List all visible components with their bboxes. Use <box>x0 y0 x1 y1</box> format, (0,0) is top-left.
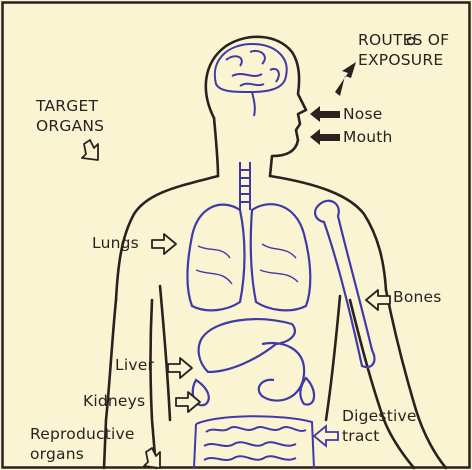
arm-left-inner <box>151 300 157 468</box>
digestive-arrow <box>314 426 338 446</box>
neck-left <box>214 118 218 176</box>
lung-left <box>188 205 245 311</box>
organ-label-reproductive: Reproductive <box>30 425 135 444</box>
diagram-frame <box>3 3 470 468</box>
routes-header-line1: ROUTES OF <box>358 31 449 50</box>
nose-arrow-icon <box>310 106 340 122</box>
liver-arrow-icon <box>168 358 192 378</box>
organ-label-digestive-line2: tract <box>342 427 380 446</box>
humerus-bone <box>315 201 374 367</box>
routes-header-arrow-icon <box>335 62 356 96</box>
intestines <box>194 416 314 468</box>
organ-label-bones: Bones <box>393 288 442 307</box>
target-header-line2: ORGANS <box>36 117 104 136</box>
lungs-arrow-icon <box>152 234 176 254</box>
brain <box>215 44 287 116</box>
routes-header-line2: EXPOSURE <box>358 51 443 70</box>
organ-label-reproductive-line2: organs <box>30 445 84 464</box>
torso-right-side <box>326 296 340 420</box>
organ-label-lungs: Lungs <box>92 234 139 253</box>
digestive-arrow-icon <box>314 426 338 446</box>
torso-left-side <box>160 286 170 420</box>
target-header-arrow-icon <box>82 140 98 160</box>
kidneys-arrow-icon <box>176 392 200 412</box>
organ-label-digestive: Digestive <box>342 407 417 426</box>
organ-label-kidneys: Kidneys <box>83 392 145 411</box>
organ-label-liver: Liver <box>115 356 154 375</box>
route-label-nose: Nose <box>343 105 383 124</box>
reproductive-arrow-icon <box>144 448 160 468</box>
lungs <box>188 204 311 310</box>
trachea <box>240 162 250 210</box>
mouth-arrow-icon <box>310 129 340 145</box>
route-label-mouth: Mouth <box>343 128 393 147</box>
body-outline <box>104 37 446 468</box>
liver <box>199 319 295 372</box>
target-header-line1: TARGET <box>36 97 98 116</box>
lung-right <box>251 204 310 310</box>
